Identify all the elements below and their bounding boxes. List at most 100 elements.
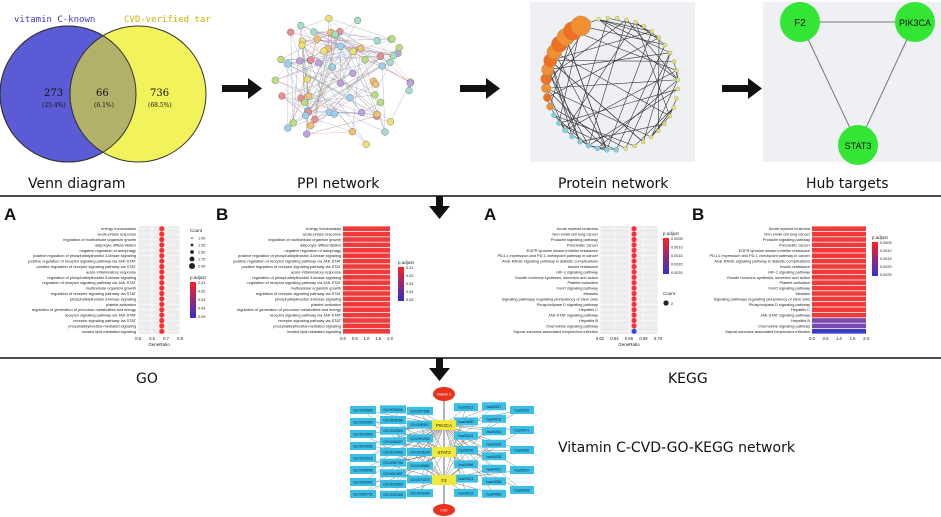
ppi-edge [290, 32, 308, 80]
go-dot-size-key [190, 243, 194, 247]
go-bar-bar [343, 226, 390, 231]
go-panel-b-letter: B [216, 205, 228, 224]
go-dot-dot [159, 280, 165, 286]
go-dot-x-tick: 0.8 [177, 336, 183, 341]
ppi-node [357, 44, 365, 52]
protein-edge [549, 106, 626, 149]
go-term-node-label: GO:0071375 [410, 478, 430, 482]
kegg-term-node [510, 406, 534, 414]
kegg-bar-bar [812, 275, 866, 280]
protein-node [615, 16, 620, 21]
kegg-term-node-label: hsa04917 [487, 405, 502, 409]
go-dot-count-label: 2.00 [198, 265, 205, 269]
ppi-node [284, 124, 292, 132]
go-bar-padj-label: 0.03 [406, 282, 413, 286]
ppi-edge [305, 48, 361, 116]
go-bar-bar [343, 296, 390, 302]
protein-edge [550, 60, 581, 142]
kegg-bar-term-label: FoxO signaling pathway [768, 286, 810, 291]
protein-edge [626, 19, 679, 80]
ppi-edge [328, 18, 392, 40]
network-edge [362, 433, 445, 481]
ppi-node [296, 57, 304, 65]
kegg-dot-padj-label: 0.0005 [671, 237, 683, 241]
protein-node [570, 15, 591, 37]
kegg-dot-dot [631, 247, 637, 253]
hub-node-f2 [780, 2, 820, 42]
go-term-node [380, 490, 406, 499]
protein-network [540, 15, 681, 153]
ppi-node [287, 28, 295, 36]
ppi-node [337, 42, 345, 50]
kegg-dot-term-label: Phospholipase D signaling pathway [537, 302, 598, 307]
ppi-network [271, 14, 415, 148]
cvd-node-label: CVD [440, 509, 448, 513]
go-term-node [350, 466, 376, 474]
go-term-node [380, 480, 406, 488]
ppi-node [395, 44, 403, 52]
go-dot-x-tick: 0.6 [149, 336, 155, 341]
kegg-dot-term-label: AGE-RAGE signaling pathway in diabetic c… [502, 259, 598, 264]
go-dot-term-label: phosphatidylinositol-mediated signaling [68, 323, 136, 328]
protein-edge [579, 123, 665, 142]
venn-right-label: CVD-verified tar [124, 15, 211, 25]
kegg-term-node-label: hsa05200 [459, 449, 474, 453]
kegg-term-node [482, 464, 506, 473]
kegg-bar-term-label: EGFR tyrosine kinase inhibitor resistanc… [739, 248, 810, 253]
kegg-bar-bar [812, 264, 866, 269]
ppi-node [277, 55, 285, 64]
go-bar-term-label: acute inflammatory response [291, 269, 341, 274]
kegg-term-node-label: hsa05160 [487, 442, 502, 446]
kegg-bar-term-label: Growth hormone synthesis, secretion and … [727, 275, 810, 280]
go-term-node [380, 458, 406, 467]
ppi-node [301, 111, 310, 120]
go-bar-term-label: multicellular organism growth [291, 286, 341, 291]
kegg-dot-padj-label: 0.0020 [671, 263, 683, 267]
go-term-node-label: GO:0050796 [383, 461, 403, 465]
ppi-node [301, 98, 309, 106]
go-term-node [350, 442, 376, 450]
kegg-bar-term-label: Hepatitis C [791, 307, 810, 312]
ppi-edge [280, 59, 377, 117]
kegg-bar-bar [812, 269, 866, 275]
kegg-dot-x-tick: 0.68 [639, 336, 648, 341]
protein-node [662, 121, 667, 127]
go-term-node-label: GO:0051897 [383, 472, 403, 476]
kegg-dot-term-label: Acute myeloid leukemia [557, 226, 599, 231]
kegg-dot-dot [631, 285, 637, 291]
go-term-node [350, 430, 376, 438]
kegg-bar-term-label: Acute myeloid leukemia [769, 226, 811, 231]
kegg-bar-x-tick: 0.5 [823, 336, 829, 341]
kegg-bar-term-label: JAK-STAT signaling pathway [760, 313, 810, 318]
ppi-edge [314, 31, 341, 120]
protein-edge [598, 19, 679, 80]
go-bar-bar [343, 258, 390, 264]
kegg-dot-term-label: Insulin resistance [568, 264, 598, 269]
protein-node [624, 17, 629, 22]
protein-edge [553, 114, 635, 147]
go-dot-dot [159, 296, 165, 302]
ppi-node [311, 115, 319, 124]
ppi-node [371, 91, 379, 99]
kegg-dot-term-label: Platelet activation [568, 280, 599, 285]
go-dot-term-label: regulation of phosphatidylinositol 3-kin… [47, 275, 136, 280]
ppi-edge [306, 115, 377, 135]
go-bar-x-tick: 0.5 [352, 336, 358, 341]
kegg-bar-bar [812, 231, 866, 237]
kegg-dot-term-label: Pancreatic cancer [567, 242, 599, 247]
hub-node-pik3ca-label: PIK3CA [899, 18, 931, 28]
go-dot-dot [159, 242, 165, 248]
kegg-dot-padj-label: 0.0025 [671, 271, 683, 275]
kegg-dot-dot [631, 296, 637, 302]
go-dot-colorbar [190, 282, 196, 318]
ppi-edge [300, 25, 361, 49]
protein-edge [650, 107, 674, 138]
protein-node [546, 102, 554, 111]
kegg-dot-term-label: Non-small cell lung cancer [552, 232, 598, 237]
kegg-dot-term-label: Chemokine signaling pathway [546, 323, 598, 328]
ppi-edge [287, 63, 351, 98]
go-dot-term-label: platelet activation [106, 302, 136, 307]
go-term-node-label: GO:0019216 [353, 457, 373, 461]
arrow-1 [222, 78, 262, 99]
